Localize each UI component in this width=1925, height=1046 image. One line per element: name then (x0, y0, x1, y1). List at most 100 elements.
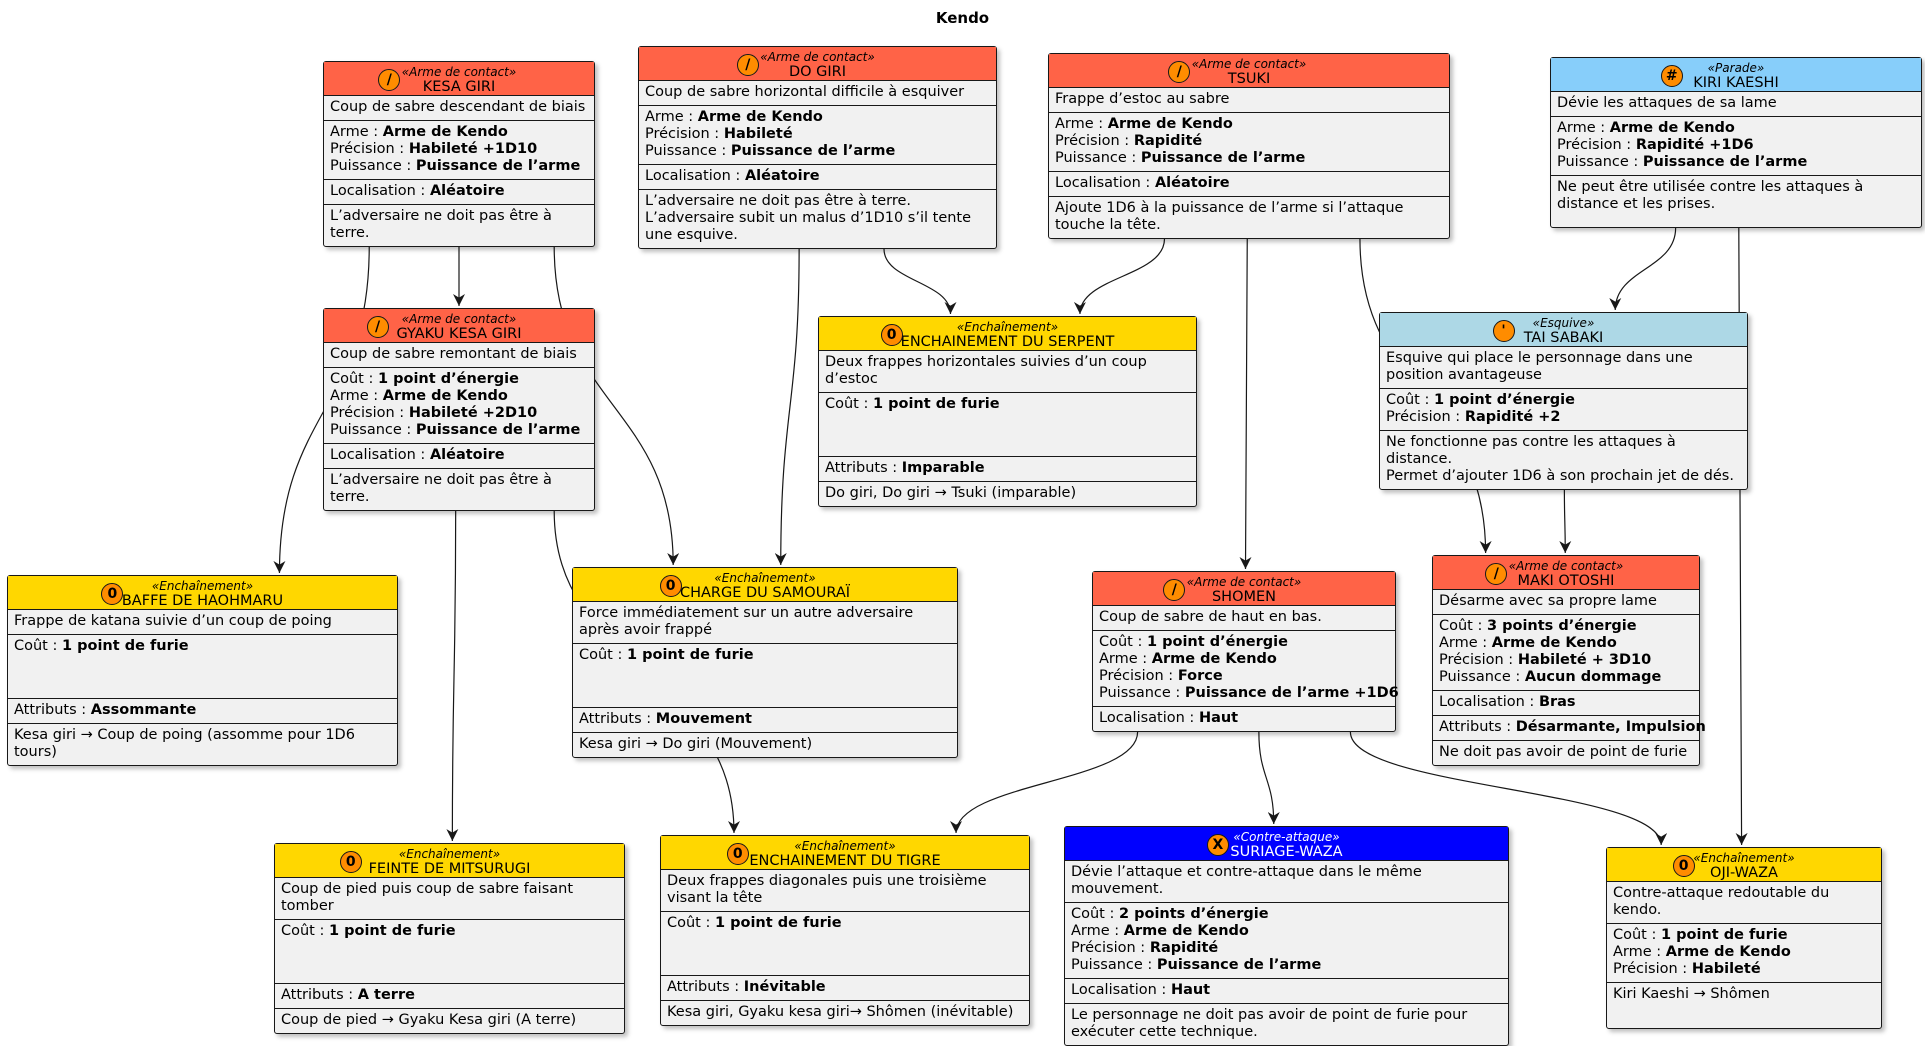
node-stereotype: «Arme de contact» (1508, 559, 1624, 573)
node-attribute: Arme : Arme de Kendo (1557, 120, 1915, 137)
node-text: Dévie l’attaque et contre-attaque dans l… (1071, 864, 1422, 897)
node-attribute: Précision : Habileté +2D10 (330, 405, 588, 422)
node-section: Kesa giri, Gyaku kesa giri→ Shômen (inév… (661, 1000, 1029, 1025)
attribute-label: Précision : (1613, 961, 1692, 977)
node-text: Permet d’ajouter 1D6 à son prochain jet … (1386, 468, 1734, 484)
attribute-label: Arme : (1439, 635, 1492, 651)
attribute-value: 1 point d’énergie (1433, 392, 1575, 408)
attribute-value: Puissance de l’arme (1140, 150, 1306, 166)
attribute-value: Haut (1198, 710, 1239, 726)
attribute-label: Précision : (1055, 133, 1134, 149)
attribute-value: 2 points d’énergie (1118, 906, 1269, 922)
node-text: L’adversaire ne doit pas être à terre. (330, 208, 552, 241)
attribute-label: Précision : (1099, 668, 1178, 684)
node-text: Frappe de katana suivie d’un coup de poi… (14, 613, 332, 629)
node-stereotype: «Enchaînement» (794, 839, 896, 853)
node-header: #«Parade»KIRI KAESHI (1551, 58, 1921, 92)
node-stereotype: «Parade» (1707, 61, 1765, 75)
node-stereotype: «Enchaînement» (714, 571, 816, 585)
attribute-value: Arme de Kendo (1107, 116, 1233, 132)
node-name: SURIAGE-WAZA (1230, 844, 1343, 860)
node-header: /«Arme de contact»KESA GIRI (324, 62, 594, 96)
node-attribute: Coût : 1 point de furie (667, 915, 1023, 932)
attribute-label: Coût : (1099, 634, 1147, 650)
node-section: Le personnage ne doit pas avoir de point… (1065, 1003, 1508, 1045)
attribute-value: 1 point de furie (714, 915, 842, 931)
attribute-value: Aucun dommage (1524, 669, 1662, 685)
attribute-value: Habileté (1691, 961, 1761, 977)
node-name: FEINTE DE MITSURUGI (368, 861, 531, 877)
stereotype-badge-icon: / (736, 54, 759, 76)
node-stereotype: «Arme de contact» (1191, 57, 1307, 71)
attribute-label: Précision : (330, 141, 409, 157)
attribute-label: Arme : (1071, 923, 1124, 939)
node-attribute: Coût : 1 point de furie (281, 923, 618, 940)
edge-shomen-to-tigre (950, 731, 1139, 834)
node-section: Kesa giri → Coup de poing (assomme pour … (8, 723, 397, 765)
attribute-value: Inévitable (743, 979, 826, 995)
node-name: TSUKI (1227, 71, 1271, 87)
stereotype-badge-icon: / (1168, 61, 1191, 83)
attribute-value: Rapidité +2 (1464, 409, 1561, 425)
node-section: Localisation : Bras (1433, 690, 1699, 715)
attribute-value: Puissance de l’arme (415, 422, 581, 438)
attribute-value: 3 points d’énergie (1486, 618, 1637, 634)
node-section: Dévie les attaques de sa lame (1551, 92, 1921, 116)
node-section: Coup de sabre de haut en bas. (1093, 606, 1395, 630)
edge-kiri-to-tai (1609, 227, 1677, 311)
node-section: Frappe d’estoc au sabre (1049, 88, 1449, 112)
node-text: L’adversaire subit un malus d’1D10 s’il … (645, 210, 972, 243)
node-section: Deux frappes horizontales suivies d’un c… (819, 351, 1196, 392)
attribute-label: Localisation : (330, 447, 430, 463)
node-attribute: Localisation : Aléatoire (645, 168, 990, 185)
node-section: Attributs : Assommante (8, 698, 397, 723)
node-section: Force immédiatement sur un autre adversa… (573, 602, 957, 643)
attribute-value: Aléatoire (1154, 175, 1230, 191)
node-section: Coût : 1 point de furie (573, 643, 957, 707)
attribute-label: Puissance : (1071, 957, 1157, 973)
attribute-value: A terre (357, 987, 415, 1003)
stereotype-badge-icon: / (378, 69, 401, 91)
stereotype-badge-icon: 0 (1672, 855, 1695, 877)
node-section: Coût : 1 point de furie (275, 919, 624, 983)
node-attribute: Localisation : Aléatoire (330, 447, 588, 464)
attribute-label: Coût : (330, 371, 378, 387)
attribute-value: Mouvement (655, 711, 752, 727)
node-attribute: Précision : Rapidité +2 (1386, 409, 1741, 426)
node-section: Localisation : Aléatoire (324, 443, 594, 468)
node-section: Do giri, Do giri → Tsuki (imparable) (819, 481, 1196, 506)
node-stereotype: «Esquive» (1532, 316, 1595, 330)
attribute-label: Arme : (1055, 116, 1108, 132)
attribute-value: Imparable (901, 460, 985, 476)
node-header: /«Arme de contact»SHOMEN (1093, 572, 1395, 606)
node-attribute: Coût : 1 point d’énergie (1099, 634, 1389, 651)
node-attribute: Coût : 1 point de furie (1613, 927, 1875, 944)
attribute-label: Puissance : (1099, 685, 1185, 701)
node-stereotype: «Enchaînement» (956, 320, 1059, 334)
node-section: Attributs : A terre (275, 983, 624, 1008)
node-header: 0«Enchaînement»FEINTE DE MITSURUGI (275, 844, 624, 878)
attribute-label: Arme : (1557, 120, 1610, 136)
node-header: 0«Enchaînement»CHARGE DU SAMOURAÏ (573, 568, 957, 602)
attribute-value: Puissance de l’arme (730, 143, 896, 159)
node-section: Coup de sabre descendant de biais (324, 96, 594, 120)
node-section: Ne doit pas avoir de point de furie (1433, 740, 1699, 765)
node-stereotype: «Arme de contact» (401, 312, 517, 326)
node-name: SHOMEN (1211, 589, 1277, 605)
attribute-value: Puissance de l’arme +1D6 (1184, 685, 1399, 701)
node-text: Kesa giri → Coup de poing (assomme pour … (14, 727, 355, 760)
node-name: ENCHAINEMENT DU TIGRE (749, 853, 941, 869)
edge-do-to-serpent (883, 248, 957, 315)
node-text: Kesa giri, Gyaku kesa giri→ Shômen (inév… (667, 1004, 1014, 1020)
attribute-label: Coût : (1439, 618, 1487, 634)
edge-kesa-to-charge (553, 246, 680, 566)
